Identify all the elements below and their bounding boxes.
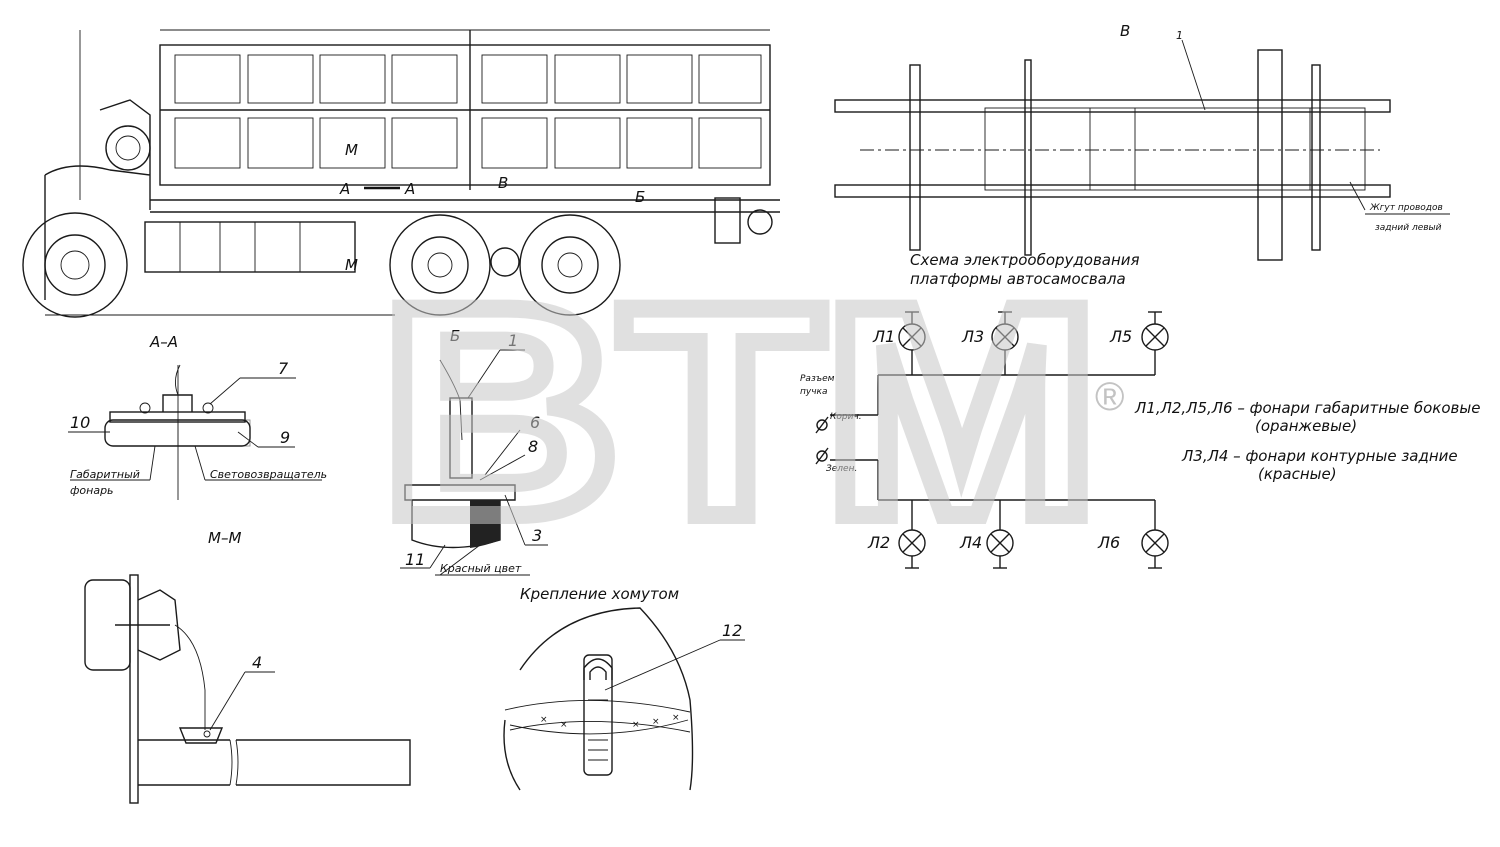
marker-lamp-note-line2: фонарь: [70, 484, 114, 497]
marker-m-top: М: [345, 141, 358, 159]
btm-watermark: BTM ®: [371, 234, 1124, 588]
schematic-title-line2: платформы автосамосвала: [910, 270, 1126, 288]
section-aa: А–А 7 9 10 Габаритный фонарь Световозвра…: [68, 333, 327, 500]
marker-a-left: А: [339, 180, 350, 198]
marker-a-right: А: [404, 180, 415, 198]
red-color-note: Красный цвет: [440, 562, 522, 575]
svg-text:×: ×: [540, 715, 548, 725]
clamp-x-marks: × × × × ×: [540, 713, 680, 730]
section-aa-title: А–А: [149, 333, 178, 351]
view-b-label: Б: [450, 327, 460, 345]
connector-note-line2: пучка: [800, 387, 827, 397]
callout-1-frame: 1: [1176, 29, 1183, 42]
lamp-label-l6: Л6: [1097, 533, 1120, 552]
wire-brown: Корич.: [830, 412, 862, 422]
marker-v: В: [498, 174, 508, 192]
view-v-label: В: [1120, 22, 1130, 40]
watermark-logo: BTM: [380, 243, 1100, 579]
wire-green: Зелен.: [826, 464, 857, 474]
callout-9: 9: [280, 428, 290, 447]
legend-line1b: (оранжевые): [1255, 417, 1357, 435]
truck-side-view: М М А А В Б: [22, 29, 780, 318]
lamp-l5: Л5: [1109, 311, 1169, 351]
reflector-note: Световозвращатель: [210, 468, 327, 481]
callout-1-lamp: 1: [508, 331, 518, 350]
view-b-lamp: Б 1 6 8 3 11 Красный цвет: [400, 327, 548, 576]
marker-b: Б: [635, 188, 645, 206]
wiring-schematic: Схема электрооборудования платформы авто…: [800, 251, 1480, 569]
lamp-l2: Л2: [867, 529, 926, 569]
view-v-frame-plan: В 1 Жгут проводов задний левый: [834, 22, 1450, 261]
svg-text:×: ×: [632, 720, 640, 730]
registered-mark-icon: ®: [1095, 375, 1124, 419]
svg-text:×: ×: [672, 713, 680, 723]
lamp-l6: Л6: [1097, 529, 1169, 569]
callout-3: 3: [532, 526, 542, 545]
callout-4: 4: [252, 653, 262, 672]
harness-note-line2: задний левый: [1375, 223, 1442, 233]
legend-line2: Л3,Л4 – фонари контурные задние: [1181, 447, 1458, 465]
svg-text:×: ×: [652, 717, 660, 727]
harness-note-line1: Жгут проводов: [1369, 203, 1443, 213]
legend-line1: Л1,Л2,Л5,Л6 – фонари габаритные боковые: [1134, 399, 1480, 417]
lamp-label-l1: Л1: [872, 327, 895, 346]
callout-7: 7: [278, 359, 289, 378]
lamp-l1: Л1: [872, 311, 926, 351]
legend-line2b: (красные): [1258, 465, 1337, 483]
clamp-detail: Крепление хомутом × × × × × 12: [503, 585, 745, 791]
lamp-l4: Л4: [959, 529, 1014, 569]
marker-lamp-note-line1: Габаритный: [70, 468, 140, 481]
lamp-label-l4: Л4: [959, 533, 982, 552]
callout-12: 12: [722, 621, 742, 640]
lamp-label-l2: Л2: [867, 533, 890, 552]
lamp-l3: Л3: [961, 311, 1019, 351]
section-mm-title: М–М: [208, 529, 241, 547]
marker-m-bottom: М: [345, 256, 358, 274]
svg-text:×: ×: [560, 720, 568, 730]
connector-note-line1: Разъем: [800, 374, 835, 384]
lamp-label-l3: Л3: [961, 327, 984, 346]
sideboard-panels: [174, 54, 762, 169]
callout-8: 8: [528, 437, 538, 456]
lamp-label-l5: Л5: [1109, 327, 1132, 346]
schematic-title-line1: Схема электрооборудования: [910, 251, 1140, 269]
callout-10: 10: [70, 413, 90, 432]
clamp-title: Крепление хомутом: [520, 585, 679, 603]
callout-11: 11: [405, 550, 425, 569]
callout-6: 6: [530, 413, 540, 432]
section-mm: М–М 4: [84, 529, 411, 804]
